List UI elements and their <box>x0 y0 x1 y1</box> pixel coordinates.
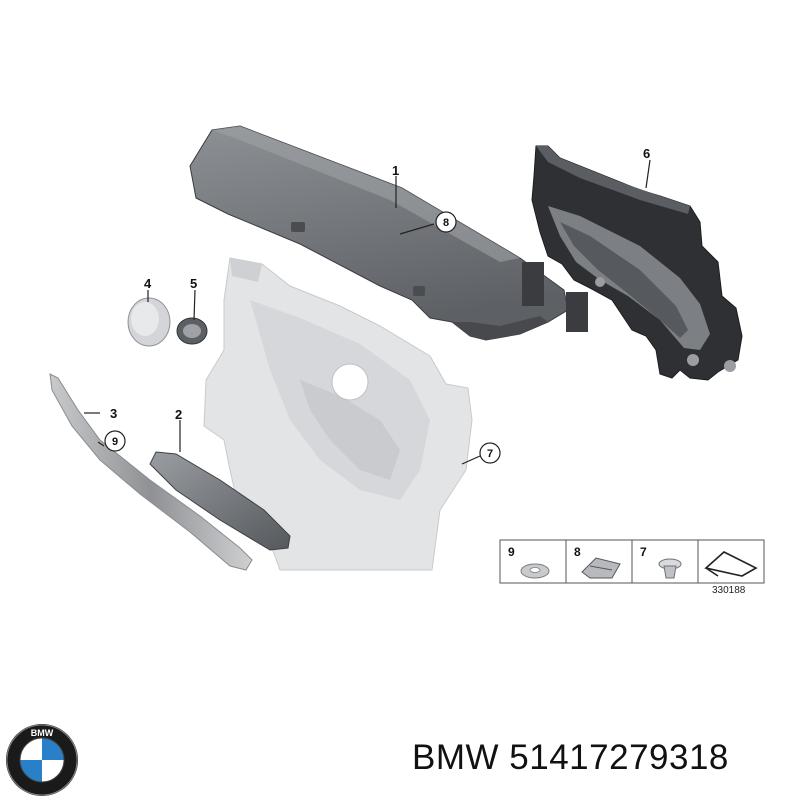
part-4-cover-cap <box>127 297 171 347</box>
callout-3: 3 <box>110 406 117 421</box>
svg-text:BMW: BMW <box>31 728 54 738</box>
part-number: 51417279318 <box>509 738 729 777</box>
callout-6: 6 <box>643 146 650 161</box>
svg-text:7: 7 <box>487 448 493 460</box>
clip-icon <box>581 557 621 579</box>
callout-7-circled: 7 <box>479 442 501 464</box>
product-caption: BMW 51417279318 <box>412 738 729 778</box>
callout-2: 2 <box>175 407 182 422</box>
push-rivet-icon <box>658 558 682 579</box>
callout-1: 1 <box>392 163 399 178</box>
part-3-trim-strip <box>49 373 253 571</box>
callouts: 1 2 3 4 5 6 7 8 9 <box>104 146 650 464</box>
parts-set-symbol-icon <box>704 551 758 577</box>
part-2-lower-strip <box>149 451 291 551</box>
hardware-legend: 9 8 7 330188 <box>499 539 765 596</box>
diagram-reference-number: 330188 <box>712 585 746 596</box>
side-panel-light <box>203 257 473 571</box>
callout-9-circled: 9 <box>104 430 126 452</box>
svg-text:8: 8 <box>443 217 449 229</box>
part-5-grille <box>176 317 208 345</box>
callout-4: 4 <box>144 276 152 291</box>
washer-icon <box>520 563 550 579</box>
bmw-logo: BMW <box>6 724 78 796</box>
brand-name: BMW <box>412 738 500 777</box>
part-6-bracket-frame <box>522 145 743 381</box>
callout-5: 5 <box>190 276 197 291</box>
leader-lines <box>84 159 651 465</box>
callout-8-circled: 8 <box>435 211 457 233</box>
legend-item-7: 7 <box>640 545 647 559</box>
svg-text:9: 9 <box>112 436 118 448</box>
legend-item-8: 8 <box>574 545 581 559</box>
legend-item-9: 9 <box>508 545 515 559</box>
